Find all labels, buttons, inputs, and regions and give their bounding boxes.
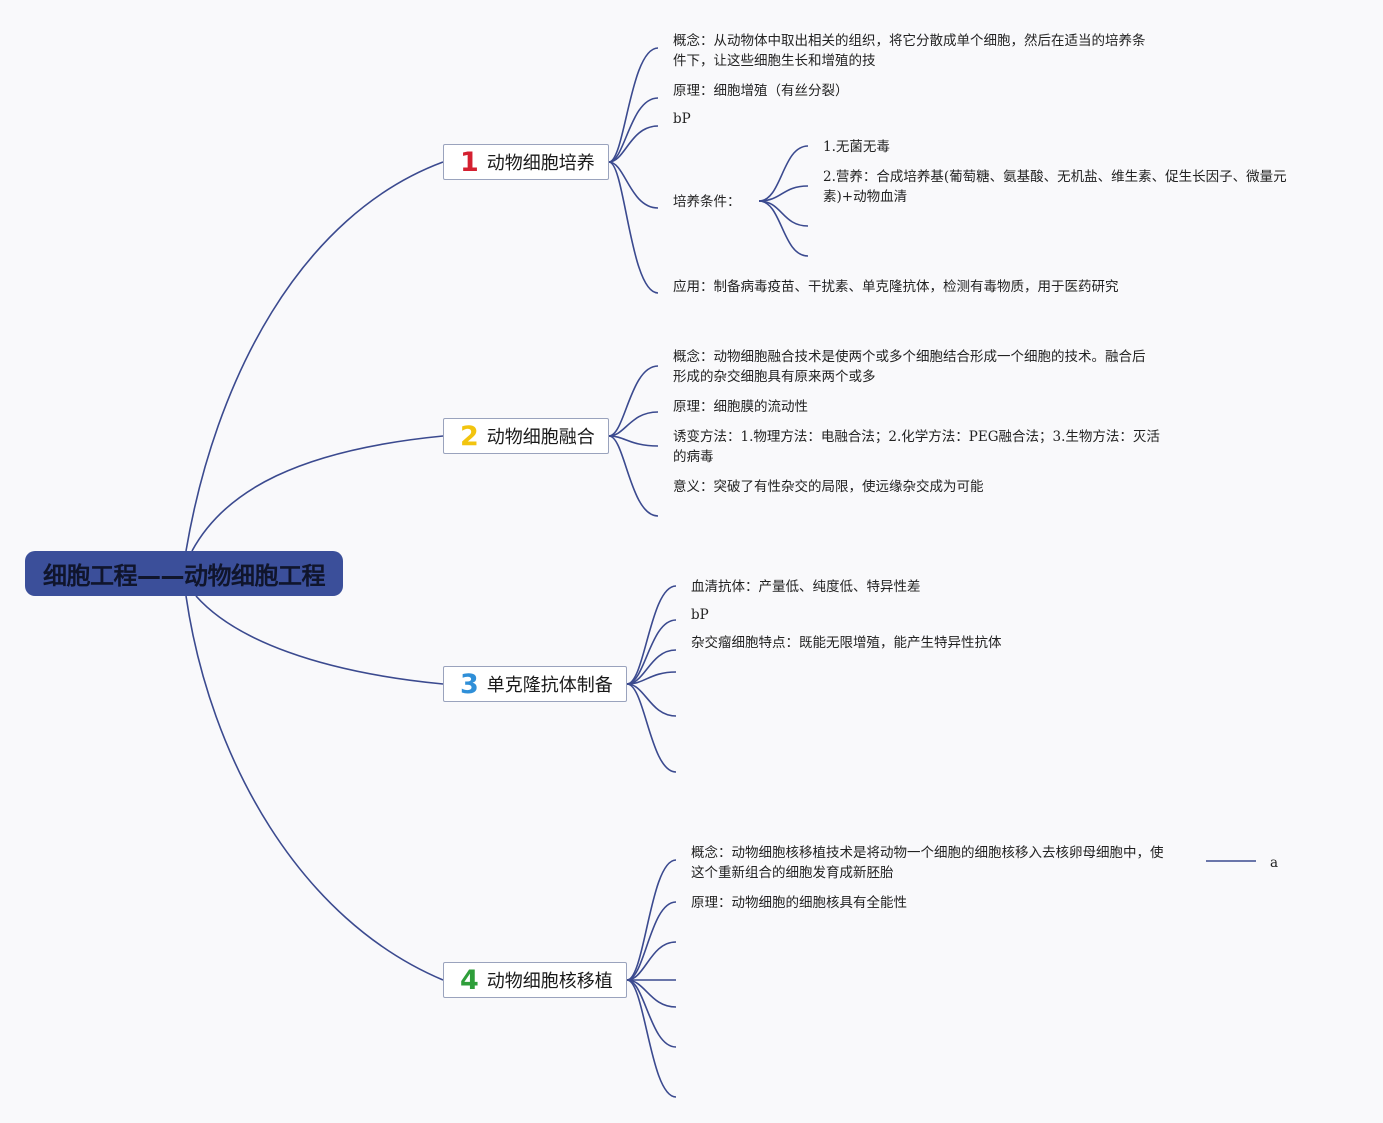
branch-number-2: 2 <box>460 420 479 452</box>
root-link-3 <box>195 595 444 685</box>
leaf-line: 形成的杂交细胞具有原来两个或多 <box>673 369 876 385</box>
cond-link-2 <box>758 185 809 202</box>
branch-label: 动物细胞培养 <box>486 153 595 174</box>
leaf-principle[interactable]: 原理：动物细胞的细胞核具有全能性 <box>691 895 907 911</box>
leaf-concept[interactable]: 概念：动物细胞核移植技术是将动物一个细胞的细胞核移入去核卵母细胞中，使 这个重新… <box>691 843 1164 883</box>
leaf-principle[interactable]: 原理：细胞膜的流动性 <box>673 399 808 415</box>
leaf-application[interactable]: 应用：制备病毒疫苗、干扰素、单克隆抗体，检测有毒物质，用于医药研究 <box>673 279 1119 295</box>
leaf-sterile[interactable]: 1.无菌无毒 <box>823 139 890 155</box>
leaf-line: 概念：从动物体中取出相关的组织，将它分散成单个细胞，然后在适当的培养条 <box>673 33 1146 49</box>
b1-link-4 <box>608 161 659 209</box>
root-topic[interactable]: 细胞工程——动物细胞工程 <box>25 551 343 596</box>
cond-link-3 <box>758 200 809 227</box>
b4-link-3 <box>626 941 677 981</box>
branch-number-4: 4 <box>460 964 479 996</box>
branch-cell-fusion[interactable]: 2 动物细胞融合 <box>443 418 609 454</box>
b3-link-4 <box>626 671 677 685</box>
leaf-bp[interactable]: bP <box>673 111 691 127</box>
cond-link-4 <box>758 200 809 257</box>
b3-link-5 <box>626 683 677 717</box>
branch-number-3: 3 <box>460 668 479 700</box>
leaf-line: 概念：动物细胞融合技术是使两个或多个细胞结合形成一个细胞的技术。融合后 <box>673 349 1146 365</box>
branch-cell-culture[interactable]: 1 动物细胞培养 <box>443 144 609 180</box>
leaf-line: 概念：动物细胞核移植技术是将动物一个细胞的细胞核移入去核卵母细胞中，使 <box>691 845 1164 861</box>
leaf-line: 的病毒 <box>673 449 714 465</box>
leaf-line: 素)+动物血清 <box>823 189 908 205</box>
leaf-line: 这个重新组合的细胞发育成新胚胎 <box>691 865 894 881</box>
leaf-line: 2.营养：合成培养基(葡萄糖、氨基酸、无机盐、维生素、促生长因子、微量元 <box>823 169 1287 185</box>
b1-link-2 <box>608 97 659 163</box>
b1-link-1 <box>608 47 659 163</box>
leaf-serum-antibody[interactable]: 血清抗体：产量低、纯度低、特异性差 <box>691 579 921 595</box>
branch-label: 单克隆抗体制备 <box>486 675 613 696</box>
b4-link-7 <box>626 979 677 1098</box>
leaf-hybridoma-features[interactable]: 杂交瘤细胞特点：既能无限增殖，能产生特异性抗体 <box>691 635 1002 651</box>
root-link-4 <box>185 595 444 981</box>
leaf-significance[interactable]: 意义：突破了有性杂交的局限，使远缘杂交成为可能 <box>673 479 984 495</box>
leaf-line: 诱变方法：1.物理方法：电融合法；2.化学方法：PEG融合法；3.生物方法：灭活 <box>673 429 1160 445</box>
cond-link-1 <box>758 145 809 202</box>
root-link-1 <box>185 161 444 552</box>
branch-nuclear-transfer[interactable]: 4 动物细胞核移植 <box>443 962 627 998</box>
branch-label: 动物细胞融合 <box>486 427 595 448</box>
leaf-culture-conditions[interactable]: 培养条件： <box>673 194 741 210</box>
b4-link-1 <box>626 859 677 981</box>
b3-link-2 <box>626 619 677 685</box>
b2-link-1 <box>608 365 659 437</box>
leaf-principle[interactable]: 原理：细胞增殖（有丝分裂） <box>673 83 849 99</box>
b2-link-2 <box>608 411 659 437</box>
b4-link-6 <box>626 979 677 1048</box>
b2-link-4 <box>608 435 659 517</box>
side-note[interactable]: a <box>1270 855 1279 871</box>
b3-link-6 <box>626 683 677 773</box>
leaf-line: 件下，让这些细胞生长和增殖的技 <box>673 53 876 69</box>
branch-label: 动物细胞核移植 <box>486 971 613 992</box>
leaf-nutrition[interactable]: 2.营养：合成培养基(葡萄糖、氨基酸、无机盐、维生素、促生长因子、微量元 素)+… <box>823 167 1287 207</box>
b1-link-3 <box>608 125 659 163</box>
b1-link-5 <box>608 161 659 294</box>
b4-link-2 <box>626 901 677 981</box>
branch-monoclonal-antibody[interactable]: 3 单克隆抗体制备 <box>443 666 627 702</box>
root-link-2 <box>191 435 444 552</box>
b2-link-3 <box>608 435 659 447</box>
leaf-bp[interactable]: bP <box>691 607 709 623</box>
branch-number-1: 1 <box>460 146 479 178</box>
leaf-concept[interactable]: 概念：动物细胞融合技术是使两个或多个细胞结合形成一个细胞的技术。融合后 形成的杂… <box>673 347 1146 387</box>
leaf-concept[interactable]: 概念：从动物体中取出相关的组织，将它分散成单个细胞，然后在适当的培养条 件下，让… <box>673 31 1146 71</box>
b3-link-1 <box>626 585 677 685</box>
leaf-induction-methods[interactable]: 诱变方法：1.物理方法：电融合法；2.化学方法：PEG融合法；3.生物方法：灭活… <box>673 427 1160 467</box>
